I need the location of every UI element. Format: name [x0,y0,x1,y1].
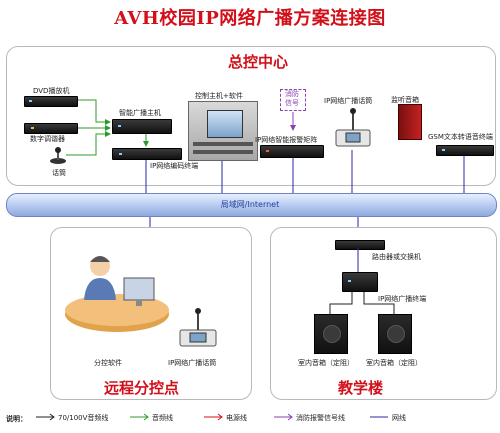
control-host-label: 控制主机+软件 [195,92,243,100]
monitor-speaker-icon [398,104,422,140]
alarm-matrix-label: IP网络智能报警矩阵 [255,136,318,144]
remote-paging-mic-icon [179,308,217,347]
ip-encoder-terminal [112,148,182,160]
speaker-right-label: 室内音箱（定阻） [366,359,422,367]
control-host-screen [207,110,243,138]
control-center-title: 总控中心 [228,53,289,71]
network-bus [6,193,497,217]
monitor-speaker-label: 监听音箱 [391,96,419,104]
speaker-left-label: 室内音箱（定阻） [298,359,354,367]
control-host-rack [188,101,258,161]
dvd-player [24,96,78,107]
digital-tuner-label: 数字调谐器 [30,135,65,143]
operator-illustration [65,256,169,332]
router-switch-label: 路由器或交换机 [372,253,421,261]
ip-broadcast-terminal-label: IP网络广播终端 [378,295,427,303]
fire-signal-box [280,89,306,111]
microphone-label: 话筒 [52,169,66,177]
ip-paging-mic-label: IP网络广播话筒 [324,97,373,105]
ip-paging-mic-icon [335,108,371,147]
ip-encoder-terminal-label: IP网络编码终端 [150,162,199,170]
legend-title: 说明： [6,415,27,423]
router-switch [335,240,385,250]
remote-software-label: 分控软件 [94,359,122,367]
network-label: 局域网/Internet [220,200,280,209]
audio-line-mic [66,131,111,156]
ip-broadcast-terminal [342,272,378,292]
digital-tuner [24,123,78,134]
gsm-terminal [436,145,494,156]
microphone-icon [50,147,66,164]
smart-broadcast-host-label: 智能广播主机 [119,109,161,117]
fire-signal-label: 消防信号 [285,90,299,107]
dvd-player-label: DVD播放机 [33,87,70,95]
legend: 70/100V音频线 音频线 电源线 消防报警信号线 网线 [34,410,494,426]
speaker-left-icon [314,314,348,354]
speaker-right-icon [378,314,412,354]
gsm-terminal-label: GSM文本转语音终端 [428,133,493,141]
teaching-panel [270,227,497,400]
smart-broadcast-host [112,119,172,134]
audio-line-dvd [76,99,111,125]
page-title: AVH校园IP网络广播方案连接图 [114,8,386,29]
teaching-title: 教学楼 [338,379,384,397]
remote-paging-label: IP网络广播话筒 [168,359,217,367]
remote-title: 远程分控点 [104,379,180,397]
alarm-matrix [260,145,324,158]
